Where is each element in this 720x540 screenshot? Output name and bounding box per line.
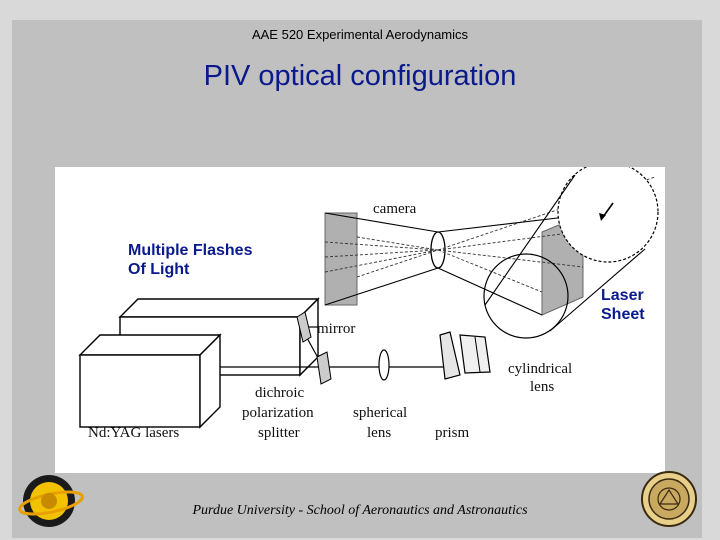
label-spherical-1: spherical [353,405,407,421]
label-prism: prism [435,425,470,441]
magnified-view-circle [557,167,659,263]
callout-laser-sheet: Laser Sheet [601,286,645,324]
label-dichroic-3: splitter [258,425,300,441]
dichroic-splitter [316,351,332,385]
laser-boxes [78,297,320,429]
callout-flashes-line1: Multiple Flashes [128,242,253,259]
callout-laser-line2: Sheet [601,306,645,323]
cylindrical-lens-edge [474,336,481,373]
piv-diagram: camera mirror cylindrical lens dichroic … [55,167,665,473]
prism [439,331,461,380]
mirror [296,311,312,343]
camera-image-plane [324,212,358,306]
cylindrical-lens [459,334,491,374]
callout-flashes-line2: Of Light [128,261,190,278]
callout-multiple-flashes: Multiple Flashes Of Light [128,241,252,279]
course-header: AAE 520 Experimental Aerodynamics [251,27,469,42]
label-cylindrical-1: cylindrical [508,361,572,377]
label-camera: camera [373,201,417,217]
label-dichroic-2: polarization [242,405,314,421]
label-spherical-2: lens [367,425,391,441]
piv-diagram-svg: camera mirror cylindrical lens dichroic … [78,167,659,441]
tangent-line-lower [549,248,646,332]
label-dichroic-1: dichroic [255,385,304,401]
label-cylindrical-2: lens [530,379,554,395]
slide-title: PIV optical configuration [203,60,517,92]
university-seal-icon [641,471,697,527]
interrogation-circle [483,253,569,339]
tangent-line-upper [484,174,576,306]
label-lasers: Nd:YAG lasers [88,425,179,441]
spherical-lens [378,349,390,381]
aero-logo-left-icon [18,475,84,527]
footer-university: Purdue University - School of Aeronautic… [192,503,528,518]
callout-laser-line1: Laser [601,287,644,304]
displacement-arrowhead [599,213,606,221]
label-mirror: mirror [317,321,355,337]
